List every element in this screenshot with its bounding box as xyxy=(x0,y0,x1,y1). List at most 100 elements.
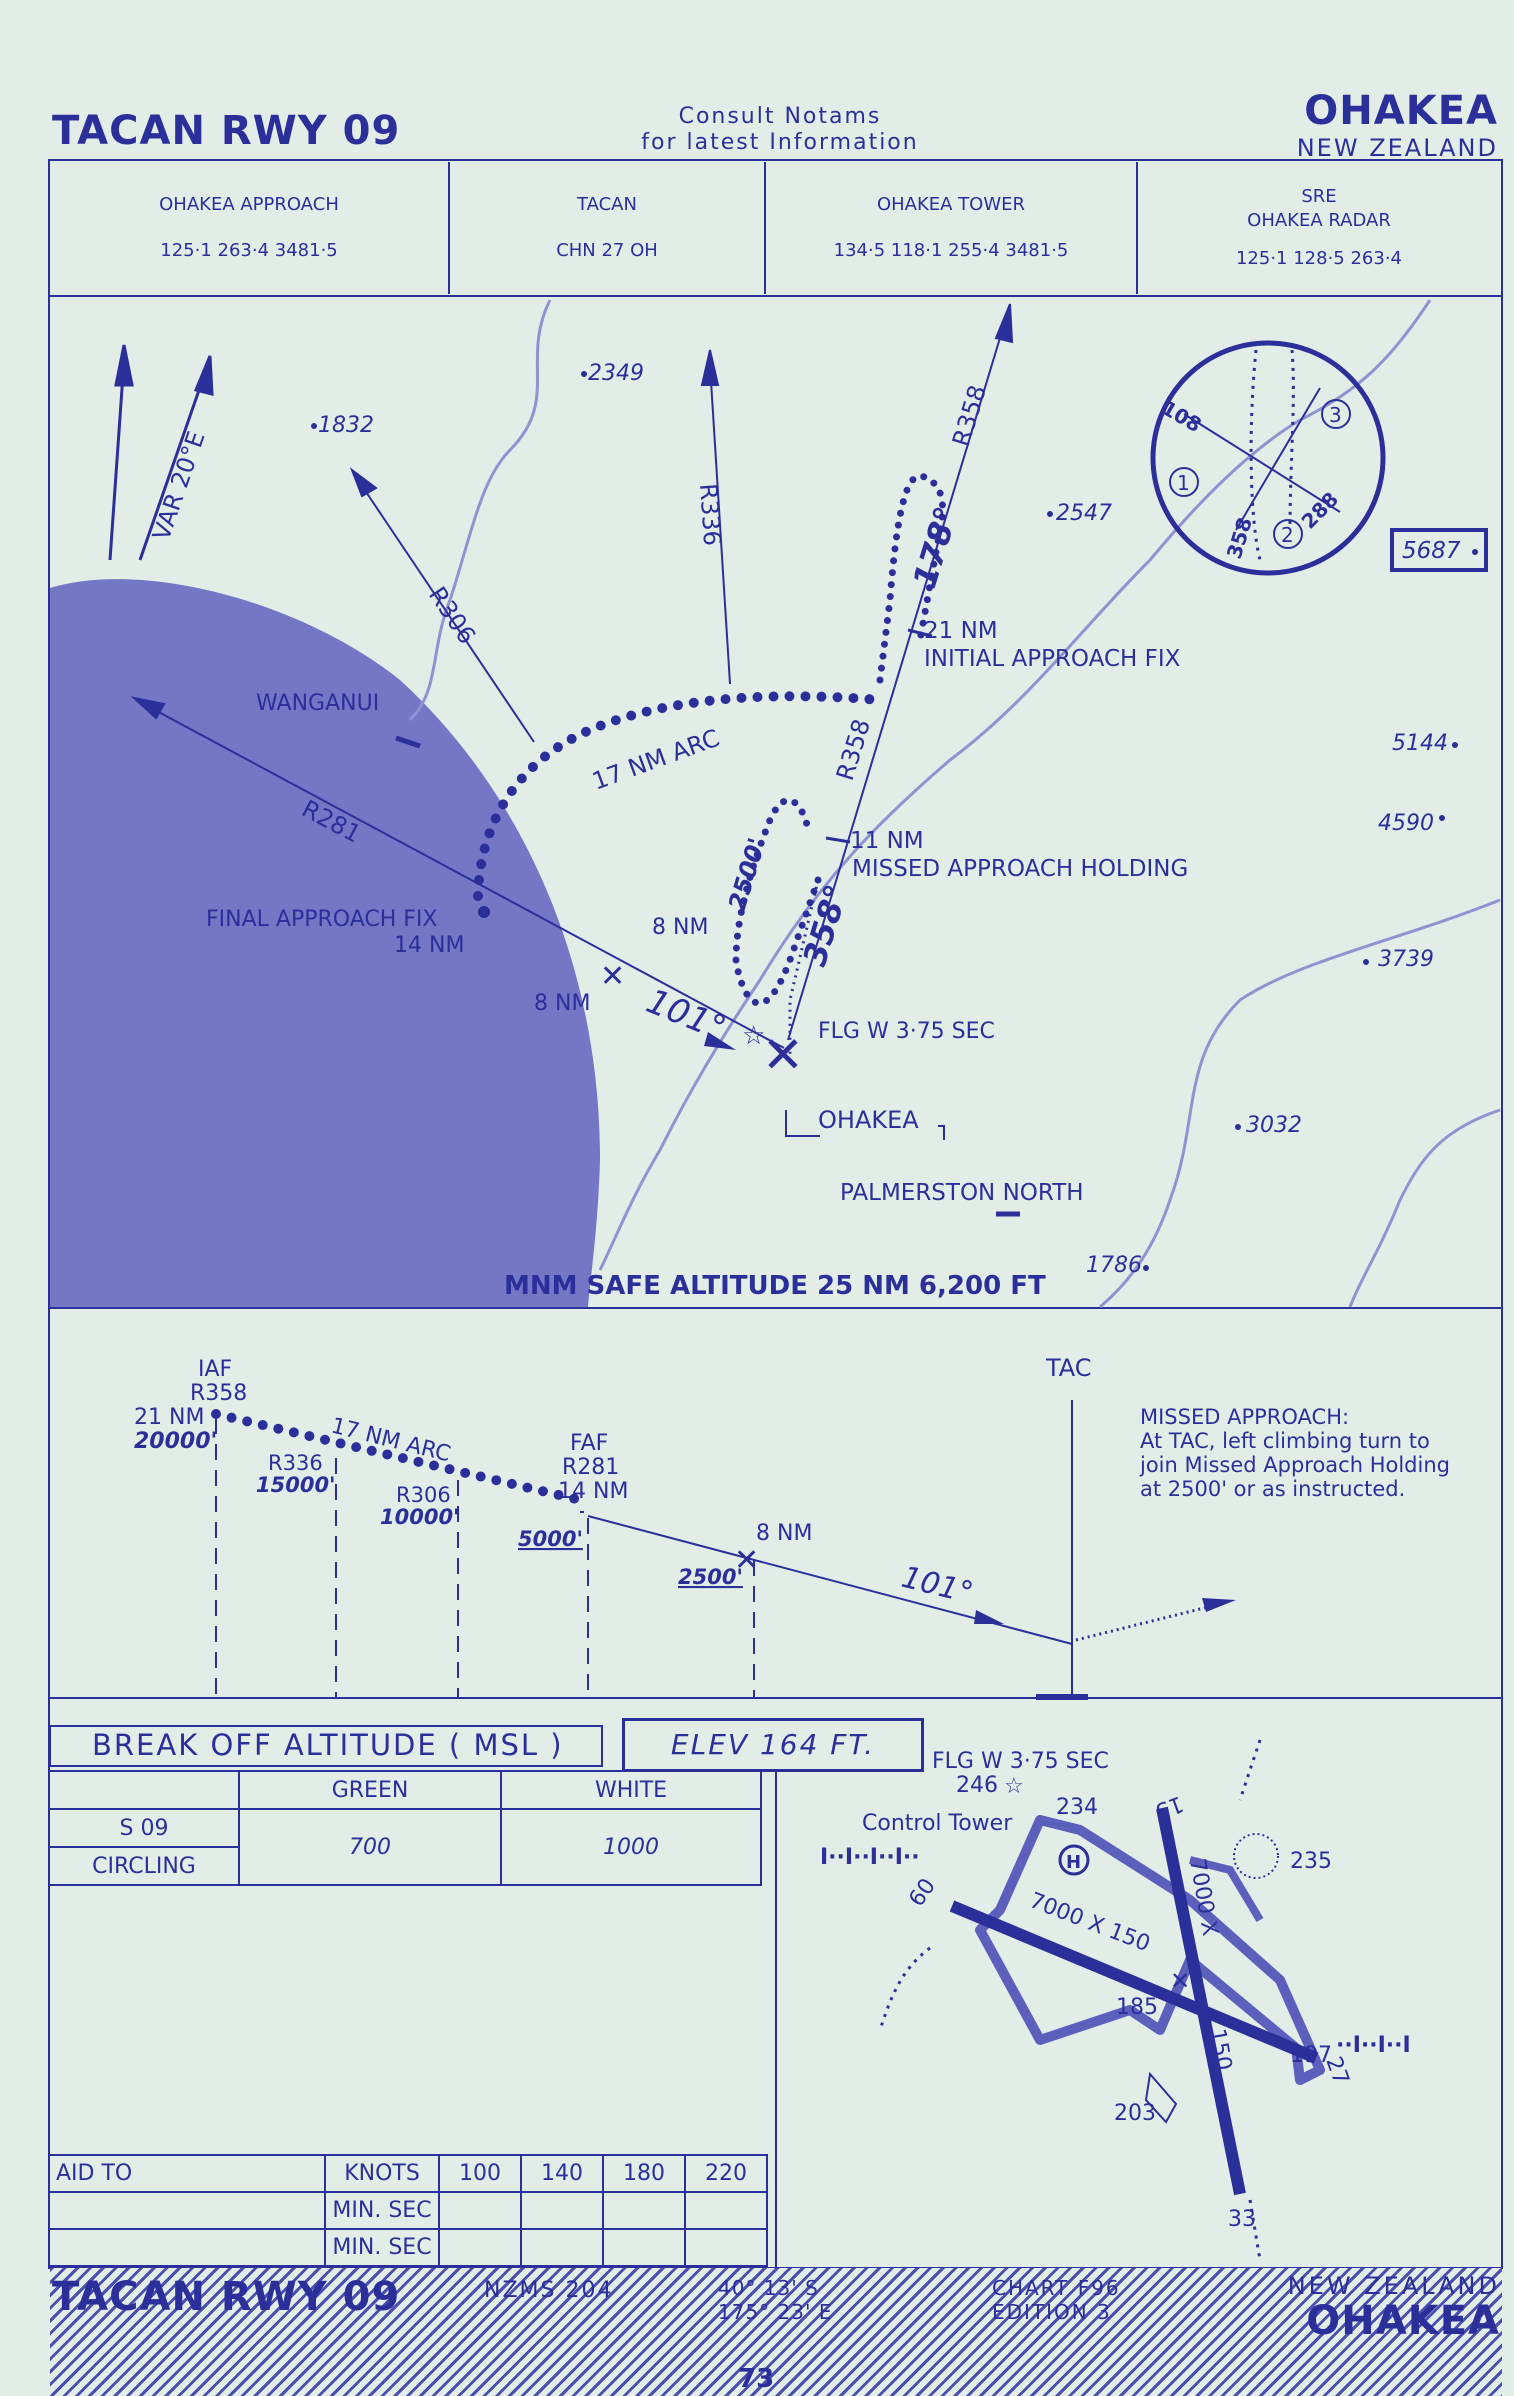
spot-height: 2547 xyxy=(1056,501,1112,526)
freq-tower: OHAKEA TOWER 134·5 118·1 255·4 3481·5 xyxy=(766,162,1138,294)
svg-text:✕: ✕ xyxy=(734,1543,759,1578)
profile-iaf-alt: 20000' xyxy=(134,1429,217,1454)
aid-table: AID TO KNOTS 100 140 180 220 MIN. SEC MI… xyxy=(50,2154,768,2267)
aerodrome-diagram: H ✕ FLG W 3·75 SEC 246 ☆ Control Tower 2… xyxy=(820,1739,1411,2261)
radial-r358-top: R358 xyxy=(947,382,992,450)
hold-course: 178° xyxy=(905,502,966,592)
procedure-title: TACAN RWY 09 xyxy=(52,108,401,154)
ad-rwy-60: 60 xyxy=(904,1874,941,1911)
freq-name: OHAKEA APPROACH xyxy=(159,194,339,215)
river-4 xyxy=(1348,1108,1501,1308)
iaf-holding xyxy=(876,472,946,684)
row-s09: S 09 xyxy=(50,1808,240,1848)
inset-358: 358 xyxy=(1222,515,1257,562)
palmerston-label: PALMERSTON NORTH xyxy=(840,1180,1084,1206)
arc-label: 17 NM ARC xyxy=(588,724,723,796)
profile-tac: TAC xyxy=(1045,1354,1092,1382)
freq-value: 134·5 118·1 255·4 3481·5 xyxy=(833,240,1069,261)
profile-arc: 17 NM ARC xyxy=(329,1414,453,1468)
speed-180: 180 xyxy=(602,2154,686,2193)
footer-lat: 40° 13' S xyxy=(718,2276,819,2300)
approach-lights-east: ··I··I··I xyxy=(1336,2033,1411,2058)
dme-arc xyxy=(473,691,885,901)
min-sec-2: MIN. SEC xyxy=(324,2228,440,2267)
inset-108: 108 xyxy=(1158,396,1206,438)
spot-height: 1786 xyxy=(1086,1253,1142,1278)
plan-beacon: FLG W 3·75 SEC xyxy=(818,1019,995,1044)
radial-r306: R306 xyxy=(423,582,481,649)
breakoff-title: BREAK OFF ALTITUDE ( MSL ) xyxy=(92,1728,564,1762)
ad-246: 246 xyxy=(956,1773,998,1798)
ad-beacon: FLG W 3·75 SEC xyxy=(932,1749,1109,1774)
profile-faf-radial: R281 xyxy=(562,1455,619,1480)
col-white: WHITE xyxy=(500,1770,762,1810)
airport-name: OHAKEA xyxy=(1304,88,1498,134)
footer-lon: 175° 23' E xyxy=(718,2300,833,2324)
ad-235: 235 xyxy=(1290,1849,1332,1874)
iaf-distance: 21 NM xyxy=(924,618,998,644)
footer-chart: CHART F96 xyxy=(992,2276,1121,2300)
aid-label: AID TO xyxy=(50,2154,326,2193)
notam-notice: Consult Notams for latest Information xyxy=(600,104,960,156)
missed-1: MISSED APPROACH: xyxy=(1140,1405,1349,1429)
ad-tower: Control Tower xyxy=(862,1811,1013,1836)
freq-name: OHAKEA TOWER xyxy=(876,194,1026,215)
airport-runway-icon: ✕ xyxy=(762,1026,804,1084)
spot-height: 1832 xyxy=(318,413,374,438)
freq-approach: OHAKEA APPROACH 125·1 263·4 3481·5 xyxy=(50,162,450,294)
green-value: 700 xyxy=(238,1808,502,1886)
footer-nzms: NZMS 204 xyxy=(484,2278,614,2303)
row-circling: CIRCLING xyxy=(50,1846,240,1886)
profile-iaf-radial: R358 xyxy=(190,1381,247,1406)
spot-height: 5144 xyxy=(1392,731,1448,756)
freq-value: CHN 27 OH xyxy=(556,240,658,261)
elevation-box: ELEV 164 FT. xyxy=(622,1718,924,1772)
footer-airport: OHAKEA xyxy=(1306,2298,1500,2344)
notam-line-1: Consult Notams xyxy=(678,104,882,129)
notam-line-2: for latest Information xyxy=(641,130,919,155)
freq-name: TACAN xyxy=(577,194,637,215)
freq-radar: SRE OHAKEA RADAR 125·1 128·5 263·4 xyxy=(1138,162,1500,294)
faf-label: FINAL APPROACH FIX xyxy=(206,907,437,932)
profile-r336-alt: 15000' xyxy=(256,1473,336,1497)
inset-3: 3 xyxy=(1329,403,1342,427)
inset-2: 2 xyxy=(1281,523,1294,547)
hold-alt: 2500' xyxy=(723,835,771,914)
freq-value: 125·1 128·5 263·4 xyxy=(1235,248,1403,269)
missed-2: At TAC, left climbing turn to xyxy=(1140,1429,1430,1453)
profile-iaf-distance: 21 NM xyxy=(134,1405,204,1430)
mah-label: MISSED APPROACH HOLDING xyxy=(852,856,1188,882)
msa-label: MNM SAFE ALTITUDE 25 NM 6,200 FT xyxy=(504,1271,1046,1301)
profile-r306-alt: 10000' xyxy=(380,1505,460,1529)
inset-1: 1 xyxy=(1177,471,1190,495)
ohakea-label: OHAKEA xyxy=(818,1106,919,1134)
freq-name: SRE xyxy=(1301,186,1337,207)
col-green: GREEN xyxy=(238,1770,502,1810)
freq-value: 125·1 263·4 3481·5 xyxy=(160,240,338,261)
footer-country: NEW ZEALAND xyxy=(1287,2272,1500,2300)
profile-8nm-alt: 2500' xyxy=(678,1565,743,1589)
speed-140: 140 xyxy=(520,2154,604,2193)
profile-8nm: 8 NM xyxy=(756,1521,812,1546)
ad-203: 203 xyxy=(1114,2101,1156,2126)
footer-coords: 40° 13' S 175° 23' E xyxy=(718,2276,832,2324)
wanganui-label: WANGANUI xyxy=(256,691,379,716)
freq-name-2: OHAKEA RADAR xyxy=(1247,210,1391,231)
speed-100: 100 xyxy=(438,2154,522,2193)
spot-height: 2349 xyxy=(588,361,644,386)
footer-edition: EDITION 3 xyxy=(992,2300,1112,2324)
plan-view: VAR 20°E 2349 1832 2547 5144 4590 3739 3… xyxy=(50,299,1501,1309)
ad-234: 234 xyxy=(1056,1795,1098,1820)
profile-r336: R336 xyxy=(268,1451,323,1475)
freq-tacan: TACAN CHN 27 OH xyxy=(450,162,766,294)
ad-rwy-15: 15 xyxy=(1152,1790,1187,1823)
rwy-marker-icon: ✕ xyxy=(1170,1967,1190,1995)
spot-height: 4590 xyxy=(1378,811,1434,836)
footer-chart-info: CHART F96 EDITION 3 xyxy=(992,2276,1121,2324)
white-value: 1000 xyxy=(500,1808,762,1886)
heliport-icon: H xyxy=(1066,1852,1081,1873)
mah-distance: 11 NM xyxy=(850,828,924,854)
river-3 xyxy=(1099,898,1501,1309)
river-1 xyxy=(408,299,552,722)
